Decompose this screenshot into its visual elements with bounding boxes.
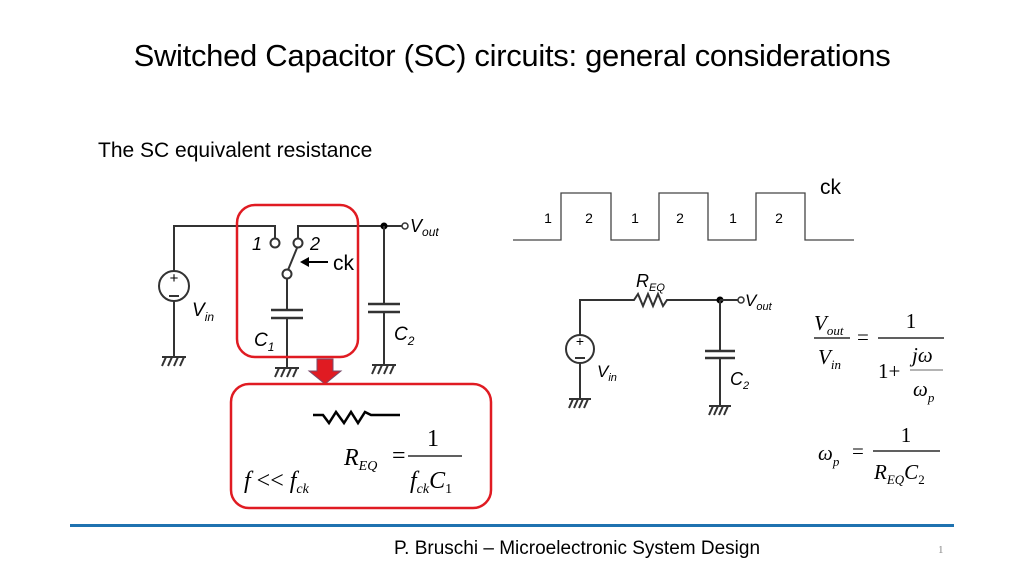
svg-text:+: +: [170, 270, 179, 287]
clock-label: ck: [820, 176, 842, 199]
ground-symbol: [371, 364, 396, 375]
equals-sign: =: [852, 439, 864, 463]
switch-capacitor-highlight: [235, 203, 360, 359]
switch-common-terminal: [281, 268, 293, 280]
arrow-left-icon: [300, 257, 328, 267]
equivalence-box: REQ = 1 fckC1 f<<fck: [229, 382, 493, 510]
svg-text:+: +: [576, 333, 584, 349]
slide-title: Switched Capacitor (SC) circuits: genera…: [133, 38, 891, 73]
voltage-source-icon: +: [158, 270, 190, 302]
wire-vin-top: [579, 299, 631, 335]
footer-divider: [70, 524, 954, 527]
c2-label: C2: [394, 324, 415, 348]
pole-numerator: 1: [901, 423, 912, 447]
transfer-function: Vout Vin = 1 1+ jω ωp: [814, 309, 944, 405]
tf-rhs-numerator: 1: [906, 309, 917, 333]
frequency-condition: f<<fck: [244, 468, 310, 497]
tf-inner-denominator: ωp: [913, 377, 935, 405]
switch-pos2-label: 2: [309, 234, 320, 254]
section-subtitle: The SC equivalent resistance: [98, 139, 373, 162]
phase-label: 1: [631, 210, 639, 226]
rc-circuit: REQ Vout + Vin C2: [565, 271, 773, 416]
sc-circuit: + Vin 1 2 ck C1: [158, 203, 439, 385]
resistor-icon: [313, 409, 400, 426]
phase-label: 2: [676, 210, 684, 226]
ck-label: ck: [333, 252, 355, 275]
req-symbol: REQ: [343, 445, 377, 474]
pole-equation: ωp = 1 REQC2: [818, 423, 940, 487]
equals-sign: =: [392, 443, 406, 469]
clock-waveform: 1 2 1 2 1 2 ck: [513, 176, 854, 241]
wire-vin-top: [173, 225, 276, 271]
pole-denominator: REQC2: [873, 460, 925, 487]
page-number: 1: [938, 544, 944, 556]
resistor-icon: [631, 291, 720, 309]
tf-lhs-denominator: Vin: [818, 345, 841, 372]
switch-pos1-label: 1: [252, 234, 262, 254]
switch-terminal-2: [292, 237, 304, 249]
output-terminal: [737, 296, 745, 304]
c1-label: C1: [254, 330, 274, 354]
fraction-denominator: fckC1: [410, 468, 452, 497]
c2-label: C2: [730, 369, 749, 392]
voltage-source-icon: +: [565, 333, 595, 364]
output-terminal: [401, 222, 409, 230]
phase-label: 1: [544, 210, 552, 226]
tf-one-plus: 1+: [878, 359, 900, 383]
fraction-numerator: 1: [427, 426, 439, 452]
ground-symbol: [708, 405, 731, 416]
vout-label: Vout: [410, 216, 439, 239]
vout-label: Vout: [745, 291, 773, 313]
phase-label: 1: [729, 210, 737, 226]
wire-out-top: [297, 225, 402, 238]
tf-lhs-numerator: Vout: [814, 311, 844, 338]
vin-label: Vin: [192, 300, 214, 324]
vin-label: Vin: [597, 362, 617, 384]
switch-blade: [287, 247, 298, 271]
arrow-down-icon: [307, 358, 343, 385]
phase-label: 2: [775, 210, 783, 226]
ground-symbol: [161, 356, 186, 367]
clock-signal: [513, 192, 854, 241]
tf-inner-numerator: jω: [909, 343, 933, 367]
footer-author-course: P. Bruschi – Microelectronic System Desi…: [393, 538, 761, 559]
equals-sign: =: [857, 325, 869, 349]
equivalence-highlight: [229, 382, 493, 510]
pole-lhs: ωp: [818, 441, 840, 469]
req-label: REQ: [636, 271, 665, 294]
ground-symbol: [568, 398, 591, 409]
ground-symbol: [274, 367, 299, 378]
phase-label: 2: [585, 210, 593, 226]
switch-terminal-1: [269, 237, 281, 249]
